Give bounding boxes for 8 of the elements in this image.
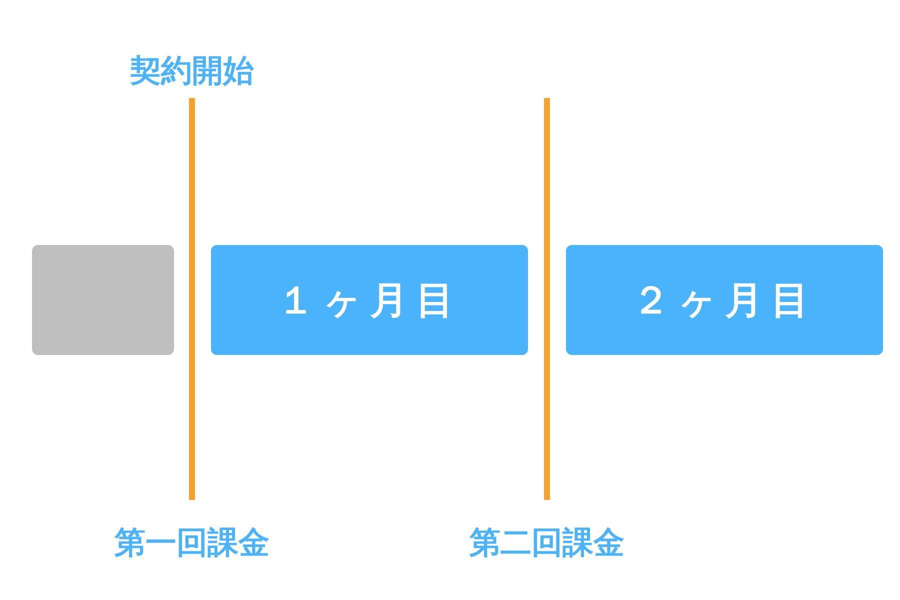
blank-block <box>32 245 174 355</box>
contract-start-label: 契約開始 <box>130 52 254 91</box>
month-label: １ヶ月目 <box>277 276 462 324</box>
billing-label: 第二回課金 <box>470 524 624 563</box>
month-box <box>566 245 883 355</box>
month-label: ２ヶ月目 <box>632 276 817 324</box>
billing-label: 第一回課金 <box>114 524 270 563</box>
month-box <box>211 245 528 355</box>
